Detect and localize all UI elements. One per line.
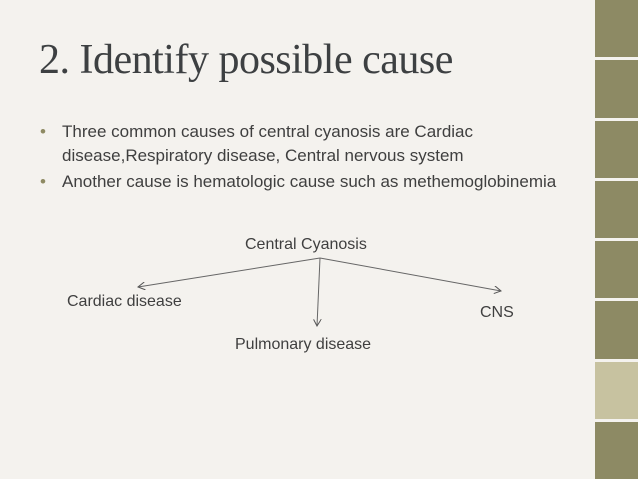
arrow-to-cardiac [138, 257, 321, 287]
strip-block [595, 421, 638, 479]
strip-block [595, 241, 638, 299]
diagram-node-cardiac: Cardiac disease [67, 293, 182, 310]
bullet-item: Another cause is hematologic cause such … [40, 170, 560, 194]
bullet-item: Three common causes of central cyanosis … [40, 120, 560, 168]
diagram-node-pulmonary: Pulmonary disease [235, 336, 372, 353]
arrow-to-cns [319, 257, 501, 291]
strip-block [595, 180, 638, 238]
bullet-list: Three common causes of central cyanosis … [40, 120, 560, 196]
strip-block [595, 0, 638, 58]
diagram-root-node: Central Cyanosis [245, 236, 367, 253]
strip-block [595, 60, 638, 118]
arrow-to-pulmonary [317, 257, 320, 326]
slide-title: 2. Identify possible cause [39, 37, 453, 83]
diagram-node-cns: CNS [480, 304, 514, 321]
strip-block [595, 301, 638, 359]
strip-block [595, 120, 638, 178]
strip-block-highlight [595, 361, 638, 419]
decorative-side-strip [595, 0, 638, 479]
